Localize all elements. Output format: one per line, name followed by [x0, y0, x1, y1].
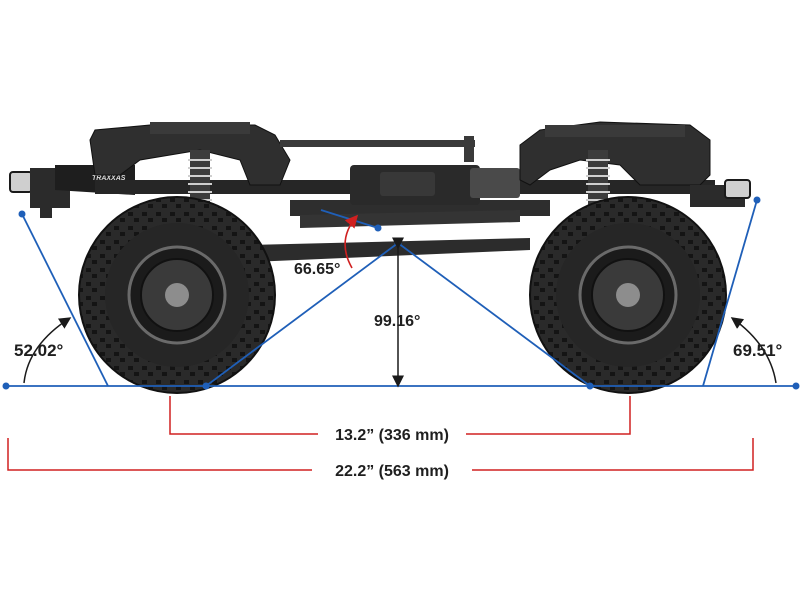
logo-text: TRAXXAS [92, 175, 126, 182]
ramp-angle-label: 66.65° [294, 261, 340, 278]
wheelbase-dimension [169, 396, 631, 435]
breakover-left-line [205, 242, 399, 387]
front-wheel-icon [78, 196, 276, 394]
chassis-icon: TRAXXAS [9, 121, 751, 262]
wheelbase-label: 13.2” (336 mm) [335, 427, 449, 444]
departure-angle-label: 69.51° [733, 341, 783, 360]
ramp-angle-arrow [344, 214, 359, 269]
shock-icon [188, 150, 610, 210]
rear-wheel-icon [529, 196, 727, 394]
departure-angle-arrow [730, 317, 777, 384]
approach-line [21, 213, 109, 387]
breakover-angle-label: 99.16° [374, 313, 420, 330]
overall-length-label: 22.2” (563 mm) [335, 463, 449, 480]
breakover-right-line [397, 242, 591, 387]
geometry-points [2, 196, 800, 390]
approach-angle-label: 52.02° [14, 341, 64, 360]
departure-line [702, 199, 758, 387]
overall-length-dimension [7, 438, 754, 471]
approach-angle-arrow [23, 317, 72, 384]
